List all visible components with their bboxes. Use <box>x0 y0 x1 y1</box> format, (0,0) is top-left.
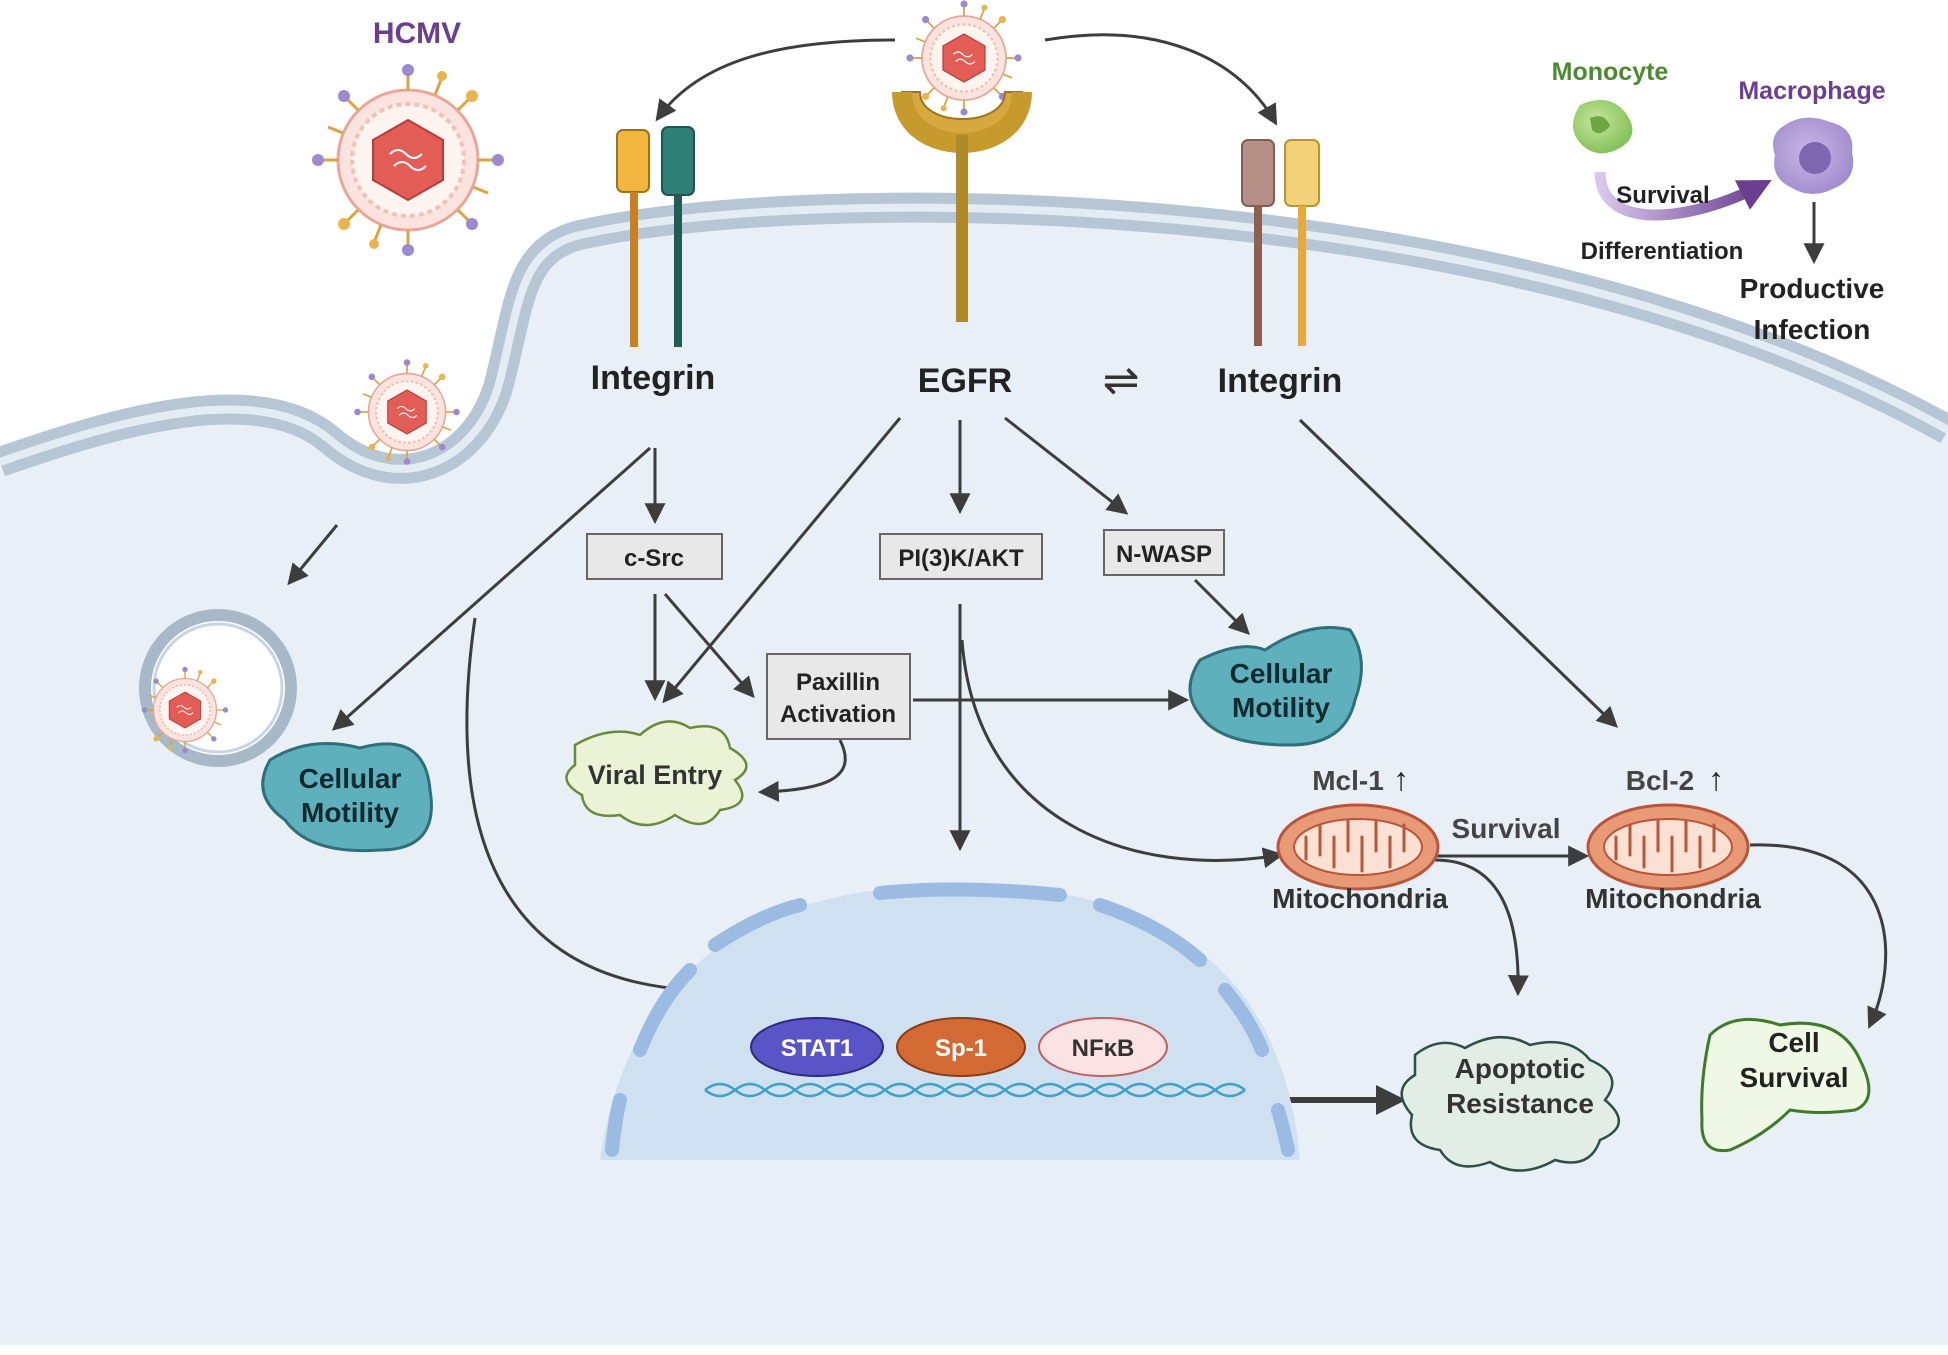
differentiation-arrow <box>1594 171 1772 221</box>
egfr-label: EGFR <box>918 362 1012 400</box>
inset-differentiation-label: Differentiation <box>1581 238 1744 265</box>
cell-survival-line1: Cell <box>1768 1027 1819 1058</box>
paxillin-box: Paxillin Activation <box>766 653 911 740</box>
cell-survival-blob: Cell Survival <box>1700 1017 1871 1153</box>
productive-line1: Productive <box>1740 273 1885 304</box>
sp1-factor: Sp-1 <box>896 1017 1026 1077</box>
bcl2-up-arrow: ↑ <box>1708 761 1724 797</box>
csrc-box: c-Src <box>586 533 723 580</box>
survival-mid-label: Survival <box>1452 813 1561 844</box>
monocyte-cell <box>1572 99 1633 154</box>
stat1-factor: STAT1 <box>750 1017 884 1077</box>
hcmv-virion <box>310 62 506 258</box>
bcl2-label: Bcl-2 <box>1626 765 1694 796</box>
motility-left-line1: Cellular <box>299 763 402 794</box>
sp1-label: Sp-1 <box>935 1035 987 1062</box>
pi3k-box: PI(3)K/AKT <box>879 533 1043 580</box>
integrin-left-receptor <box>616 126 695 347</box>
apoptotic-resistance-blob: Apoptotic Resistance <box>1400 1035 1621 1172</box>
integrin-right-receptor <box>1241 139 1320 346</box>
egfr-receptor <box>892 91 1032 322</box>
bcl2-label-group: Bcl-2 ↑ <box>1626 761 1724 797</box>
pi3k-label: PI(3)K/AKT <box>898 545 1024 572</box>
monocyte-macrophage-inset: Monocyte Macrophage Survival Differentia… <box>1552 58 1886 345</box>
apoptotic-line2: Resistance <box>1446 1088 1594 1119</box>
motility-left-line2: Motility <box>301 797 399 828</box>
nucleus: STAT1 Sp-1 NFκB <box>600 882 1300 1160</box>
integrin-right-label: Integrin <box>1218 362 1343 400</box>
paxillin-label-line2: Activation <box>780 701 896 728</box>
nwasp-label: N-WASP <box>1116 541 1212 568</box>
paxillin-label-line1: Paxillin <box>796 669 880 696</box>
stat1-label: STAT1 <box>781 1035 853 1062</box>
mitochondria-left <box>1276 803 1440 891</box>
mcl1-label-group: Mcl-1 ↑ <box>1312 761 1409 797</box>
macrophage-cell <box>1772 117 1854 194</box>
nfkb-label: NFκB <box>1072 1035 1135 1062</box>
cell-survival-line2: Survival <box>1740 1062 1849 1093</box>
inset-survival-label: Survival <box>1616 182 1709 209</box>
csrc-label: c-Src <box>624 545 684 572</box>
mitochondria-right <box>1586 803 1750 891</box>
cellular-motility-mid: Cellular Motility <box>1188 626 1363 747</box>
integrin-left-label: Integrin <box>591 359 716 397</box>
apoptotic-line1: Apoptotic <box>1455 1053 1586 1084</box>
mitochondria-left-label: Mitochondria <box>1272 883 1448 914</box>
hcmv-label: HCMV <box>373 17 461 50</box>
nwasp-box: N-WASP <box>1103 529 1225 576</box>
mcl1-up-arrow: ↑ <box>1393 761 1409 797</box>
viral-entry-label: Viral Entry <box>588 760 723 790</box>
motility-mid-line1: Cellular <box>1230 658 1333 689</box>
cellular-motility-left: Cellular Motility <box>261 742 433 853</box>
productive-line2: Infection <box>1754 314 1871 345</box>
viral-entry-blob: Viral Entry <box>565 720 748 827</box>
motility-mid-line2: Motility <box>1232 692 1330 723</box>
hcmv-virion-membrane <box>353 358 461 466</box>
dna-strand <box>704 1082 1246 1098</box>
equilibrium-symbol: ⇌ <box>1103 356 1140 405</box>
mcl1-label: Mcl-1 <box>1312 765 1384 796</box>
nfkb-factor: NFκB <box>1038 1017 1168 1077</box>
macrophage-label: Macrophage <box>1738 77 1885 105</box>
mitochondria-right-label: Mitochondria <box>1585 883 1761 914</box>
monocyte-label: Monocyte <box>1552 58 1669 86</box>
endosome <box>139 609 297 767</box>
